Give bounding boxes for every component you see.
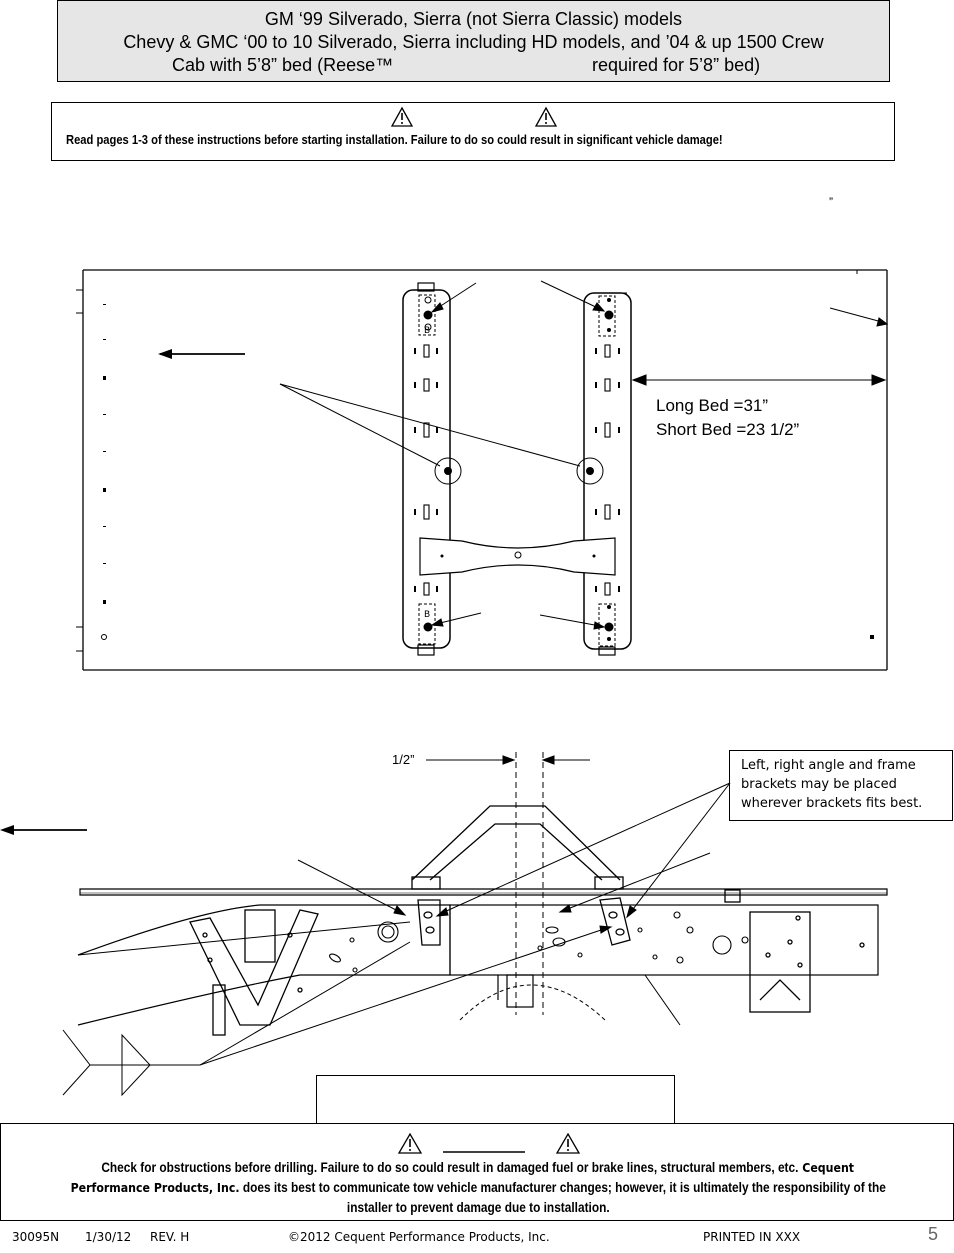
rail-label-top: B [424, 326, 430, 336]
note-line-2: brackets may be placed [741, 777, 897, 792]
bracket-placement-note: Left, right angle and frame brackets may… [729, 750, 953, 821]
break-symbol [62, 1029, 200, 1097]
angle-brackets [417, 897, 631, 946]
leader-lines [77, 782, 731, 1066]
warning-text: Read pages 1-3 of these instructions bef… [66, 132, 723, 147]
warning-triangle-icon [397, 1132, 423, 1154]
title-line-3: Cab with 5’8” bed (Reese™ required for 5… [58, 54, 889, 77]
dimension-long-bed: Long Bed =31” [656, 396, 769, 415]
wheel-arc [459, 984, 606, 1021]
rail-label-bottom: B [424, 610, 430, 620]
note-line-1: Left, right angle and frame [741, 758, 916, 773]
dimension-short-bed: Short Bed =23 1/2” [656, 420, 800, 439]
caution-line-3: installer to prevent damage due to insta… [346, 1200, 610, 1215]
footer-part-number: 30095N [12, 1230, 60, 1244]
caution-box: Check for obstructions before drilling. … [0, 1123, 954, 1221]
title-line-2: Chevy & GMC ‘00 to 10 Silverado, Sierra … [123, 32, 824, 52]
title-line-3b: required for 5’8” bed) [592, 55, 761, 75]
caution-line-2: does its best to communicate tow vehicle… [239, 1180, 886, 1195]
pointer-arrows [279, 280, 889, 630]
caution-line-1: Check for obstructions before drilling. … [101, 1160, 799, 1175]
forward-arrow [0, 825, 87, 835]
bed-rail-diagram: B B [76, 269, 889, 671]
hitch-frame [411, 805, 624, 890]
frame-rail [77, 904, 879, 1026]
title-line-3a: Cab with 5’8” bed (Reese™ [172, 55, 394, 75]
stray-quote: ” [829, 195, 833, 209]
frame-holes [329, 911, 749, 973]
warning-triangle-icon [555, 1132, 581, 1154]
footer-copyright: ©2012 Cequent Performance Products, Inc. [288, 1230, 550, 1244]
half-inch-indicator [426, 752, 590, 1015]
footer-printed: PRINTED IN XXX [703, 1230, 801, 1244]
spring-hanger [189, 909, 319, 1036]
warning-box: Read pages 1-3 of these instructions bef… [51, 102, 895, 161]
blank-label-box [316, 1075, 675, 1125]
caution-text: Check for obstructions before drilling. … [1, 1158, 954, 1218]
bed-bolt-marks [101, 304, 874, 640]
title-box: GM ‘99 Silverado, Sierra (not Sierra Cla… [57, 0, 890, 82]
footer-revision: REV. H [150, 1230, 190, 1244]
right-rail [583, 292, 632, 656]
note-line-3: wherever brackets fits best. [741, 796, 923, 811]
footer-date: 1/30/12 [85, 1230, 132, 1244]
dimension-line [631, 374, 887, 386]
rear-bracket [724, 889, 865, 1013]
warning-icons [390, 106, 558, 127]
caution-icons [397, 1132, 581, 1154]
center-bolts [434, 457, 604, 485]
title-line-1: GM ‘99 Silverado, Sierra (not Sierra Cla… [264, 9, 683, 29]
caution-company-2: Performance Products, Inc. [70, 1180, 240, 1195]
warning-triangle-icon [534, 106, 558, 127]
caution-company: Cequent [798, 1160, 855, 1175]
warning-triangle-icon [390, 106, 414, 127]
bolt-holes [423, 296, 614, 641]
forward-arrow [158, 349, 245, 359]
half-inch-label: 1/2” [392, 752, 415, 767]
page-number: 5 [928, 1224, 939, 1244]
crossmember [419, 537, 616, 576]
rail-slots [414, 344, 620, 596]
